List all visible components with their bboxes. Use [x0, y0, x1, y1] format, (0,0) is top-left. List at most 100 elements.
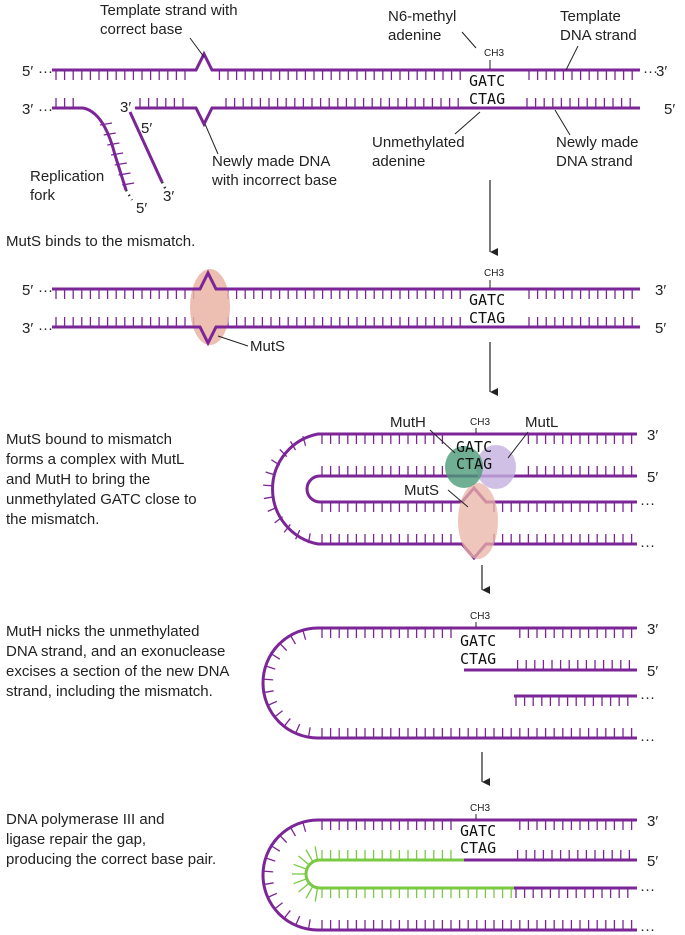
end-dots: ···: [640, 921, 655, 935]
leader-line: [204, 123, 219, 155]
base-pair-tick: [267, 892, 278, 898]
leader-line: [454, 111, 481, 135]
three-prime-label: 3′: [22, 101, 33, 118]
end-dots: ···: [643, 63, 658, 80]
leader-line: [461, 31, 477, 49]
replication-fork-label: fork: [30, 187, 56, 204]
incorrect-base-label: with incorrect base: [211, 172, 337, 189]
base-pair-tick: [289, 635, 297, 645]
end-dots: ···: [38, 63, 53, 80]
leader-line: [447, 489, 469, 508]
panel-repair-gap: CH3 GATC CTAG 3′ 5′ ··· ···: [261, 803, 658, 935]
base-pair-tick: [271, 845, 281, 852]
leader-line: [554, 109, 571, 136]
five-prime-label: 5′: [22, 63, 33, 80]
step-caption-complex: MutS bound to mismatch forms a complex w…: [6, 430, 197, 530]
step-caption-repair: DNA polymerase III and ligase repair the…: [6, 810, 216, 870]
ctag-sequence: CTAG: [460, 839, 496, 857]
step-caption-muth-nicks: MutH nicks the unmethylated DNA strand, …: [6, 622, 229, 702]
muts-protein: [190, 269, 230, 345]
base-pair-tick: [263, 678, 274, 681]
caption-line: and MutH to bring the: [6, 471, 151, 488]
caption-line: MutH nicks the unmethylated: [6, 623, 200, 640]
base-pair-tick: [298, 882, 310, 893]
caption-line: DNA strand, and an exonuclease: [6, 643, 226, 660]
five-prime-label: 5′: [647, 663, 658, 680]
methyl-group: CH3: [470, 803, 490, 814]
gatc-backdrop: [467, 291, 521, 325]
methyl-adenine-label: adenine: [388, 27, 441, 44]
muts-label: MutS: [250, 338, 285, 355]
base-pair-tick: [283, 718, 291, 727]
fork-strand-template: [52, 106, 128, 191]
caption-line: forms a complex with MutL: [6, 451, 185, 468]
template-strand: [52, 269, 640, 291]
base-pair-tick: [302, 821, 307, 832]
new-strand: [52, 325, 640, 347]
ctag-sequence: CTAG: [469, 90, 505, 108]
leader-line: [507, 431, 529, 459]
methyl-adenine-label: N6-methyl: [388, 8, 456, 25]
base-pair-tick: [295, 723, 301, 734]
base-pair-tick: [314, 846, 319, 861]
panel-muts-binds: 5′ ··· 3′ ··· 3′ 5′ CH3 GATC CTAG MutS: [22, 268, 666, 355]
muts-protein: [458, 483, 498, 559]
fork-dots-right: [160, 181, 169, 193]
leader-line: [429, 429, 456, 454]
base-pair-tick: [274, 902, 283, 910]
mutl-protein: [476, 445, 516, 489]
three-prime-label: 3′: [22, 320, 33, 337]
caption-line: strand, including the mismatch.: [6, 683, 213, 700]
methyl-group: CH3: [484, 48, 504, 59]
caption-line: ligase repair the gap,: [6, 831, 147, 848]
outer-strand: [261, 626, 637, 740]
base-pair-tick: [305, 849, 314, 863]
base-pair-tick: [271, 653, 281, 660]
five-prime-label: 5′: [647, 853, 658, 870]
base-pair-tick: [307, 919, 311, 930]
leader-line: [189, 37, 205, 58]
end-dots: ···: [640, 881, 655, 898]
three-prime-label: 3′: [120, 99, 131, 116]
replication-fork-label: Replication: [30, 168, 104, 185]
incorrect-base-label: Newly made DNA: [212, 153, 330, 170]
three-prime-label: 3′: [656, 63, 667, 80]
base-pair-tick: [110, 152, 124, 156]
gatc-sequence: GATC: [460, 822, 496, 840]
repaired-strand-new-segment: [304, 858, 514, 890]
template-correct-base-label: correct base: [100, 21, 183, 38]
newly-made-strand-label: Newly made: [556, 134, 639, 151]
mutl-label: MutL: [525, 414, 558, 431]
base-pair-tick: [263, 870, 274, 873]
three-prime-label: 3′: [655, 282, 666, 299]
ctag-sequence: CTAG: [456, 455, 492, 473]
base-pair-tick: [314, 887, 319, 902]
template-dna-label: DNA strand: [560, 27, 637, 44]
new-strand: [135, 106, 640, 128]
unmethylated-adenine-label: adenine: [372, 153, 425, 170]
base-pair-tick: [307, 727, 311, 738]
base-pair-tick: [283, 910, 291, 919]
base-pair-tick: [263, 690, 274, 694]
base-pair-tick: [279, 834, 288, 844]
five-prime-label: 5′: [655, 320, 666, 337]
base-pair-tick: [263, 882, 274, 886]
five-prime-label: 5′: [136, 200, 147, 217]
end-dots: ···: [640, 689, 655, 706]
base-pair-tick: [293, 863, 308, 870]
five-prime-label: 5′: [141, 120, 152, 137]
template-correct-base-label: Template strand with: [100, 2, 238, 19]
leader-line: [217, 335, 249, 347]
outer-strand: [271, 432, 637, 561]
caption-line: MutS bound to mismatch: [6, 431, 172, 448]
five-prime-label: 5′: [22, 282, 33, 299]
panel-replication-mismatch: 5′ ··· 3′ ··· ··· 3′ 5′ 3′ 5′ 5′ 3′ Temp…: [22, 2, 675, 217]
muth-protein: [445, 446, 483, 488]
gatc-sequence: GATC: [469, 72, 505, 90]
unmethylated-adenine-label: Unmethylated: [372, 134, 465, 151]
end-dots: ···: [640, 537, 655, 554]
base-pair-tick: [293, 878, 308, 885]
caption-line: excises a section of the new DNA: [6, 663, 230, 680]
base-pair-tick: [302, 629, 307, 640]
